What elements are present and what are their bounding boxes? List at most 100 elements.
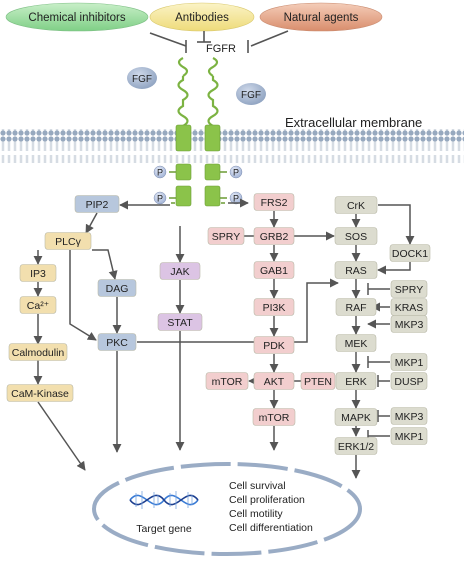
- node-mkp1b: MKP1: [390, 427, 428, 445]
- node-dock1-box: [389, 244, 431, 262]
- node-mtor-left-box: [205, 372, 249, 390]
- node-kras-label: KRAS: [395, 302, 424, 314]
- node-frs2-label: FRS2: [261, 197, 288, 209]
- node-mtor-bottom-label: mTOR: [259, 412, 290, 424]
- node-mek-box: [335, 334, 377, 352]
- node-mkp3a: MKP3: [390, 315, 428, 333]
- node-plcg-box: [44, 232, 92, 250]
- node-dag: DAG: [97, 279, 137, 297]
- inhibition-lines: [149, 30, 289, 53]
- node-gab1: GAB1: [253, 261, 295, 279]
- node-dag-label: DAG: [106, 283, 129, 295]
- node-spry2-label: SPRY: [395, 284, 423, 296]
- inhibitor-natural: Natural agents: [259, 2, 383, 32]
- phospho-left-2: P: [153, 191, 167, 205]
- membrane-label: Extracellular membrane: [285, 115, 422, 130]
- node-pi3k: PI3K: [253, 298, 295, 316]
- inhibitor-antibodies: Antibodies: [149, 2, 255, 32]
- node-spry2-box: [390, 280, 428, 298]
- node-mtor-bottom: mTOR: [252, 408, 296, 426]
- node-dusp-label: DUSP: [394, 376, 423, 388]
- svg-text:P: P: [157, 168, 163, 178]
- node-ca: Ca²⁺: [19, 296, 57, 314]
- node-raf-box: [335, 298, 377, 316]
- node-plcg-label: PLCγ: [55, 236, 81, 248]
- node-spry1-box: [207, 227, 245, 245]
- edge-pkc-raf: [137, 278, 339, 343]
- edge-plcg-dag: [92, 249, 118, 280]
- dna-helix-icon: [129, 491, 199, 509]
- node-pkc-label: PKC: [106, 337, 128, 349]
- node-mkp1a-box: [390, 353, 428, 371]
- svg-text:P: P: [233, 168, 239, 178]
- chemical-inhibitors-label: Chemical inhibitors: [28, 12, 125, 24]
- node-akt-label: AKT: [264, 376, 285, 388]
- node-gab1-label: GAB1: [260, 265, 288, 277]
- node-sos: SOS: [334, 227, 378, 245]
- node-camk-label: CaM-Kinase: [11, 388, 69, 400]
- node-raf-label: RAF: [346, 302, 367, 314]
- phospho-right-2: P: [229, 191, 243, 205]
- node-mkp3a-box: [390, 315, 428, 333]
- phospho-right-1: P: [229, 165, 243, 179]
- node-erk-label: ERK: [345, 376, 367, 388]
- node-mkp3b: MKP3: [390, 407, 428, 425]
- node-ras-box: [334, 261, 378, 279]
- node-erk12-box: [334, 437, 378, 455]
- node-pkc-box: [97, 333, 137, 351]
- node-ip3: IP3: [19, 264, 57, 282]
- node-sos-label: SOS: [345, 231, 367, 243]
- node-ras-label: RAS: [345, 265, 367, 277]
- node-mtor-left-label: mTOR: [212, 376, 243, 388]
- node-dag-box: [97, 279, 137, 297]
- node-mek-label: MEK: [345, 338, 368, 350]
- node-mapk: MAPK: [334, 408, 378, 426]
- node-kras: KRAS: [390, 298, 428, 316]
- node-ip3-box: [19, 264, 57, 282]
- svg-text:FGF: FGF: [241, 90, 261, 101]
- node-grb2-label: GRB2: [260, 231, 289, 243]
- node-akt: AKT: [253, 372, 295, 390]
- node-crk-box: [334, 196, 378, 214]
- node-stat-label: STAT: [167, 317, 193, 329]
- node-spry1: SPRY: [207, 227, 245, 245]
- phospho-left-1: P: [153, 165, 167, 179]
- natural-inhibition-line: [250, 30, 289, 47]
- node-mkp3a-label: MKP3: [395, 319, 424, 331]
- node-calmodulin-label: Calmodulin: [12, 347, 65, 359]
- node-erk: ERK: [335, 372, 377, 390]
- node-grb2: GRB2: [253, 227, 295, 245]
- outcome-proliferation: Cell proliferation: [229, 494, 305, 506]
- node-erk-box: [335, 372, 377, 390]
- node-dock1-label: DOCK1: [392, 248, 428, 260]
- node-frs2: FRS2: [253, 193, 295, 211]
- node-stat-box: [157, 313, 203, 331]
- node-mkp1b-box: [390, 427, 428, 445]
- node-pi3k-label: PI3K: [263, 302, 286, 314]
- node-ras: RAS: [334, 261, 378, 279]
- node-jak-label: JAK: [170, 266, 189, 278]
- node-camk: CaM-Kinase: [6, 384, 74, 402]
- node-dusp: DUSP: [390, 372, 428, 390]
- node-jak-box: [159, 262, 201, 280]
- node-mapk-box: [334, 408, 378, 426]
- outcome-differentiation: Cell differentiation: [229, 522, 313, 534]
- outcome-motility: Cell motility: [229, 508, 283, 520]
- edge-crk-dock1: [378, 204, 415, 245]
- node-erk12-label: ERK1/2: [338, 441, 374, 453]
- outcome-survival: Cell survival: [229, 480, 286, 492]
- node-ca-box: [19, 296, 57, 314]
- node-layer: PIP2PLCγIP3Ca²⁺CalmodulinCaM-KinaseDAGPK…: [6, 193, 431, 455]
- node-calmodulin-box: [8, 343, 68, 361]
- node-spry1-label: SPRY: [212, 231, 240, 243]
- node-gab1-box: [253, 261, 295, 279]
- node-pi3k-box: [253, 298, 295, 316]
- natural-agents-label: Natural agents: [284, 12, 359, 24]
- node-mek: MEK: [335, 334, 377, 352]
- node-erk12: ERK1/2: [334, 437, 378, 455]
- node-pkc: PKC: [97, 333, 137, 351]
- edge-pip2-plcg: [85, 212, 98, 234]
- nucleus: Target gene Cell survival Cell prolifera…: [92, 462, 362, 556]
- edge-plcg-pkc: [69, 250, 97, 341]
- node-mkp1a-label: MKP1: [395, 357, 424, 369]
